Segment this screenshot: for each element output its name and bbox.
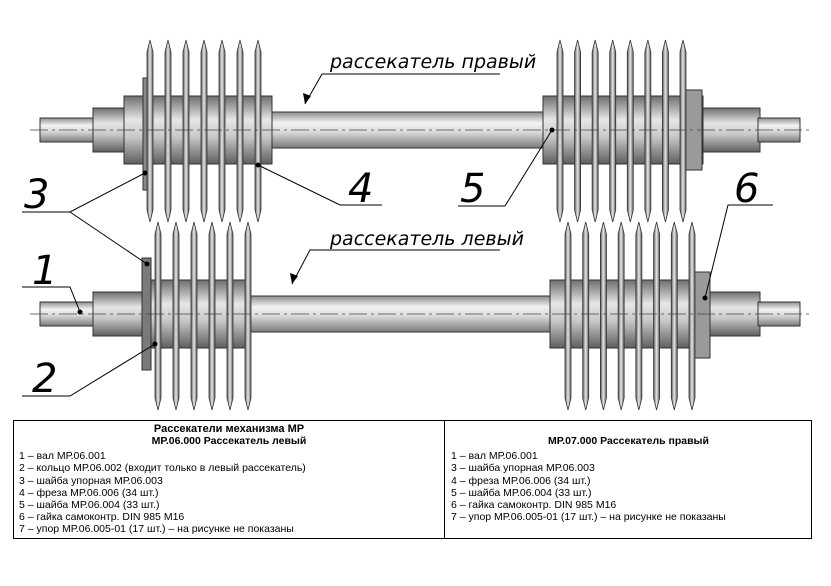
cutter-blade xyxy=(653,221,660,411)
legend-item: 5 – шайба МР.06.004 (33 шт.) xyxy=(19,499,160,512)
cutter-blade xyxy=(146,39,154,223)
cutter-blades xyxy=(556,39,687,223)
legend-item: 4 – фреза МР.06.006 (34 шт.) xyxy=(19,486,159,499)
cutter-blade xyxy=(164,39,172,223)
right-cutter-assembly xyxy=(30,39,810,223)
cutter-blade xyxy=(218,39,226,223)
cutter-blade xyxy=(226,221,234,411)
legend-title: Рассекатели механизма МР xyxy=(153,423,305,435)
legend-column-left: МР.06.000 Рассекатель левый 1 – вал МР.0… xyxy=(19,435,439,536)
legend-item: 4 – фреза МР.06.006 (34 шт.) xyxy=(451,474,591,487)
caption-arrows xyxy=(290,93,311,284)
legend-item: 2 – кольцо МР.06.002 (входит только в ле… xyxy=(19,462,306,475)
legend-item: 5 – шайба МР.06.004 (33 шт.) xyxy=(451,486,592,499)
cutter-blade xyxy=(617,221,625,411)
cutter-blade xyxy=(236,39,244,223)
cutter-blade xyxy=(600,221,607,411)
cutter-blades xyxy=(564,221,696,411)
legend-item: 1 – вал МР.06.001 xyxy=(19,450,106,463)
callout-2: 2 xyxy=(32,356,57,402)
parts-legend-table: Рассекатели механизма МР МР.06.000 Рассе… xyxy=(13,420,812,539)
left-cutter-assembly xyxy=(30,221,810,411)
cutter-blade xyxy=(662,39,669,223)
legend-item: 3 – шайба упорная МР.06.003 xyxy=(19,474,163,487)
cutter-blade xyxy=(591,39,599,223)
callout-4: 4 xyxy=(348,166,373,212)
legend-item: 3 – шайба упорная МР.06.003 xyxy=(451,462,595,475)
cutter-blade xyxy=(564,221,572,411)
cutter-blade xyxy=(644,39,652,223)
legend-item: 6 – гайка самоконтр. DIN 985 М16 xyxy=(19,511,185,524)
cutter-blade xyxy=(574,39,581,223)
cutter-blade xyxy=(626,39,634,223)
nut-right xyxy=(693,271,711,359)
legend-heading-left: МР.06.000 Рассекатель левый xyxy=(151,435,307,447)
legend-column-right: МР.07.000 Рассекатель правый 1 – вал МР.… xyxy=(451,435,806,523)
cutter-blade xyxy=(154,221,162,411)
cutter-blade xyxy=(609,39,617,223)
callout-1: 1 xyxy=(32,248,57,294)
cutter-blade xyxy=(244,221,252,411)
leader-dots xyxy=(77,127,708,347)
legend-item: 7 – упор МР.06.005-01 (17 шт.) – на рису… xyxy=(19,523,294,536)
cutter-blade xyxy=(190,221,198,411)
cutter-blade xyxy=(182,39,190,223)
callout-3: 3 xyxy=(24,172,49,218)
cutter-blade xyxy=(556,39,564,223)
legend-item: 7 – упор МР.06.005-01 (17 шт.) – на рису… xyxy=(451,511,726,524)
callout-6: 6 xyxy=(734,166,759,212)
cutter-blade xyxy=(200,39,208,223)
cutter-blade xyxy=(208,221,216,411)
assembly-drawing: 3 1 2 4 5 6 рассекатель правый рассекате… xyxy=(22,39,810,411)
cutter-blade xyxy=(172,221,180,411)
cutter-blade xyxy=(679,39,687,223)
cutter-blade xyxy=(635,221,643,411)
legend-heading-right: МР.07.000 Рассекатель правый xyxy=(548,435,709,447)
cutter-blade xyxy=(670,221,678,411)
cutter-blade xyxy=(688,221,696,411)
cutter-blade xyxy=(254,39,262,223)
cutter-blades xyxy=(154,221,252,411)
leader-lines xyxy=(22,73,773,397)
legend-item: 1 – вал МР.06.001 xyxy=(451,450,538,463)
legend-item: 6 – гайка самоконтр. DIN 985 М16 xyxy=(451,499,617,512)
cutter-blade xyxy=(582,221,590,411)
caption-right-cutter: рассекатель правый xyxy=(329,51,536,73)
callout-5: 5 xyxy=(460,166,485,212)
caption-left-cutter: рассекатель левый xyxy=(329,228,524,250)
cutter-blades xyxy=(146,39,262,223)
legend-divider xyxy=(444,421,445,538)
